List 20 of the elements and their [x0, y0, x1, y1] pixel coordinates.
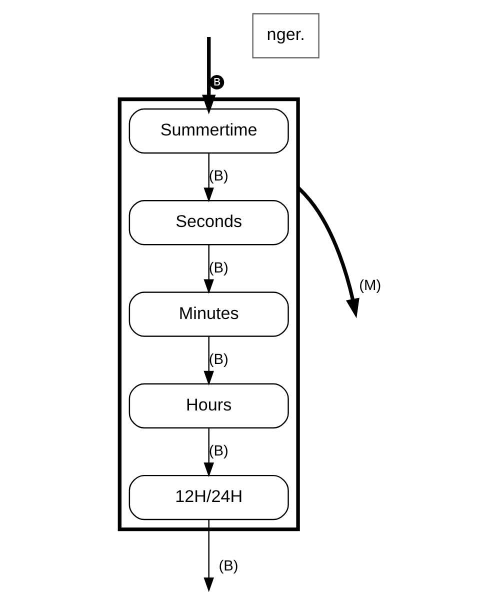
edge-label: (B) [208, 352, 228, 368]
node-box: 12H/24H [128, 474, 288, 520]
arrow [203, 336, 214, 386]
node-box: Seconds [128, 200, 288, 246]
node-box: nger. [252, 13, 319, 58]
edge-label: (B) [208, 168, 228, 185]
edge-label: (M) [358, 278, 381, 294]
arrow [203, 428, 214, 478]
edge-label: (B) [208, 444, 228, 460]
node-box: Minutes [128, 292, 288, 337]
edge-label: 🅑 [208, 73, 224, 90]
arrow [202, 37, 216, 114]
node-box: Summertime [128, 108, 288, 154]
node-box: Hours [128, 383, 288, 429]
edge-label: (B) [218, 558, 238, 575]
cluster [117, 97, 300, 532]
edge-label: (B) [208, 260, 228, 276]
arrow [203, 520, 214, 592]
arrow [203, 153, 214, 202]
arrow [203, 245, 214, 294]
